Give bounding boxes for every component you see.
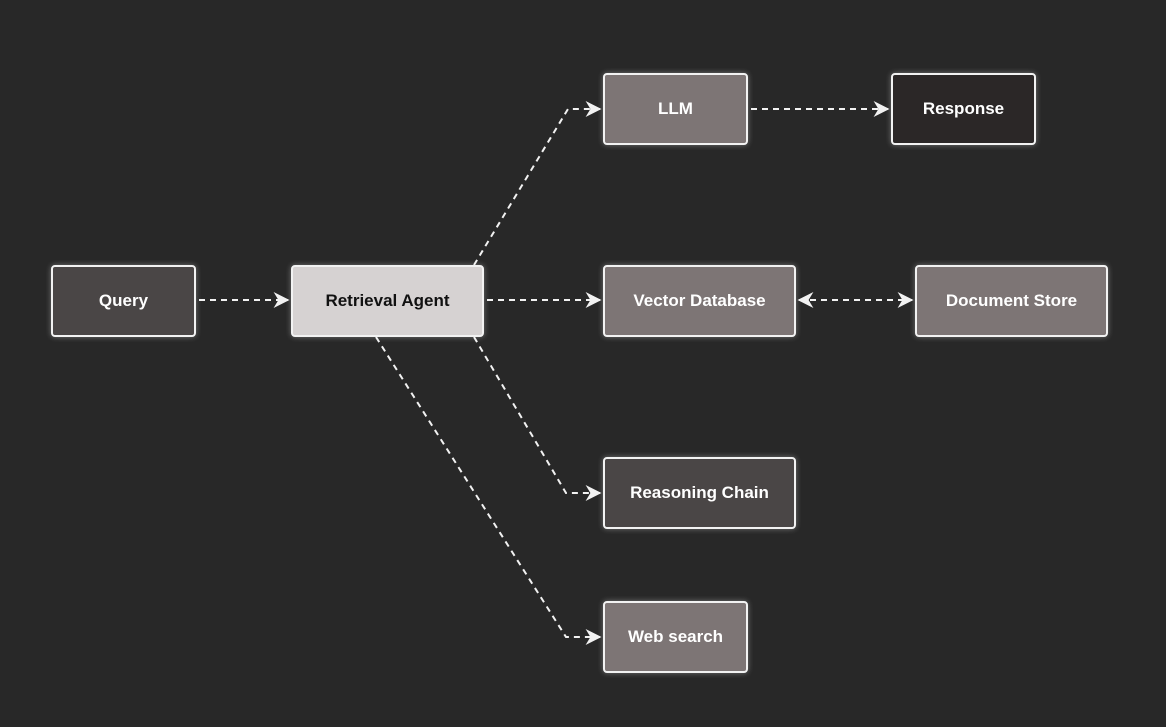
node-response: Response	[891, 73, 1036, 145]
node-retrieval-agent: Retrieval Agent	[291, 265, 484, 337]
edge-retrieval-agent-to-web-search	[375, 336, 602, 645]
node-llm: LLM	[603, 73, 748, 145]
node-label: Vector Database	[633, 291, 766, 310]
node-web-search: Web search	[603, 601, 748, 673]
node-label: LLM	[658, 99, 693, 118]
edge-retrieval-agent-to-llm	[473, 101, 602, 266]
node-reasoning-chain: Reasoning Chain	[603, 457, 796, 529]
node-label: Response	[922, 99, 1005, 118]
node-query: Query	[51, 265, 196, 337]
edge-retrieval-agent-to-reasoning-chain	[473, 336, 602, 501]
node-label: Retrieval Agent	[325, 291, 450, 310]
node-document-store: Document Store	[915, 265, 1108, 337]
node-label: Web search	[627, 627, 724, 646]
node-label: Document Store	[945, 291, 1078, 310]
node-label: Query	[98, 291, 149, 310]
node-vector-database: Vector Database	[603, 265, 796, 337]
node-label: Reasoning Chain	[630, 483, 769, 502]
